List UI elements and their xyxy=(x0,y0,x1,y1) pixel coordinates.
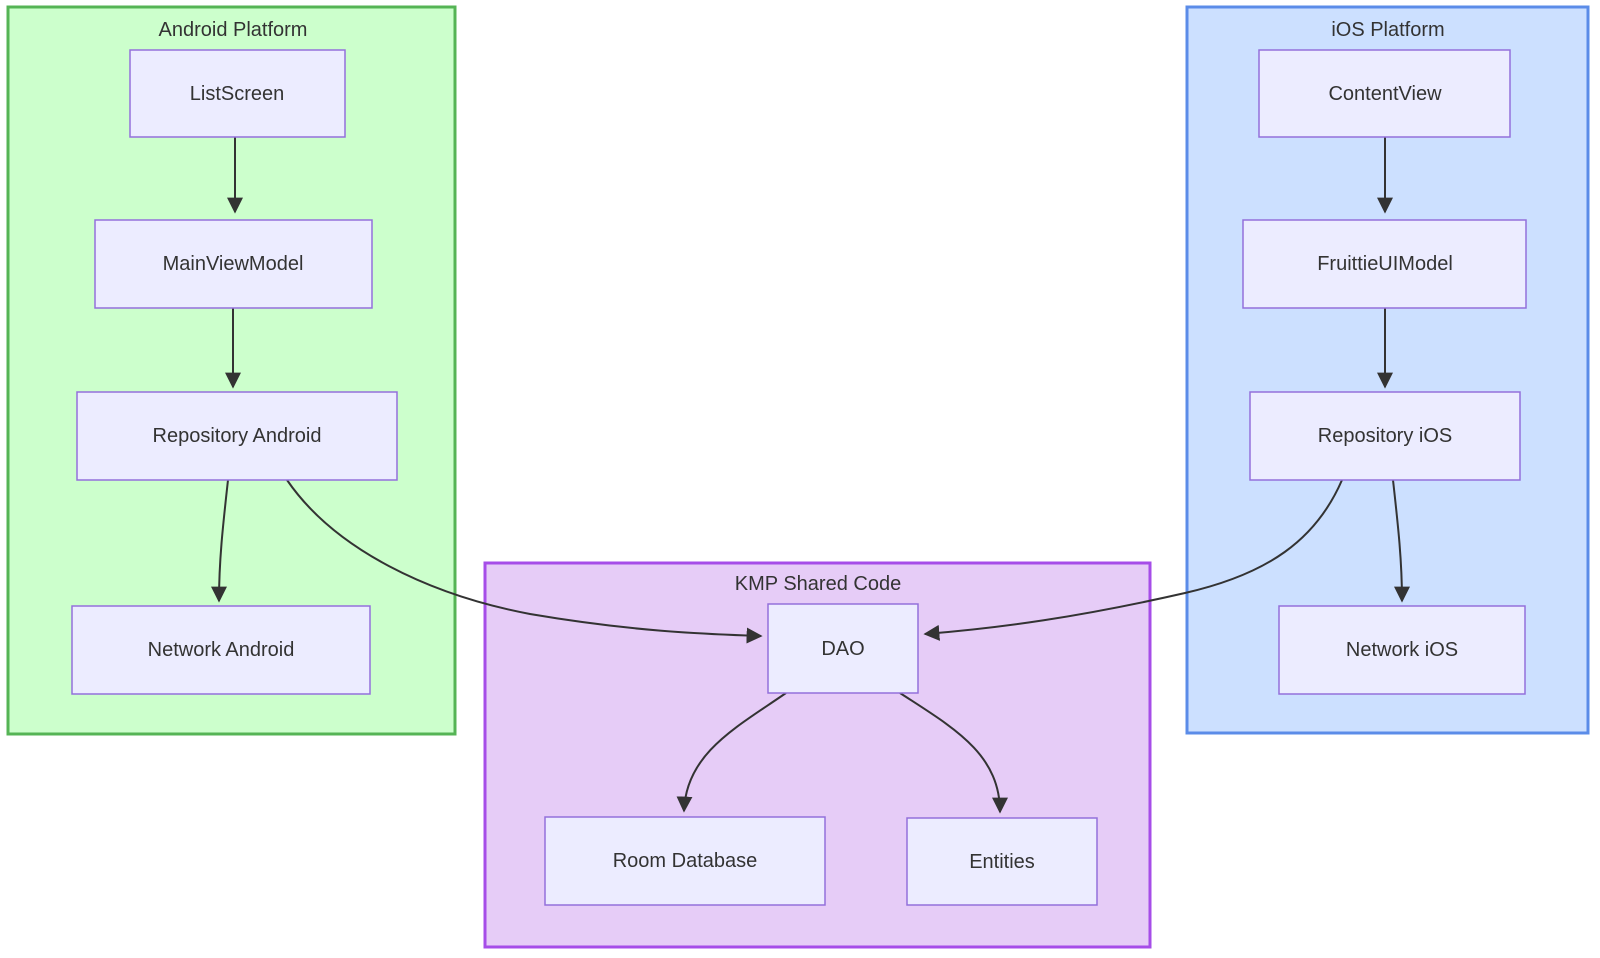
node-content-view-box xyxy=(1258,49,1511,138)
node-entities-label: Entities xyxy=(969,851,1035,873)
kmp-shared-code-title: KMP Shared Code xyxy=(735,573,901,595)
node-dao-box xyxy=(767,603,919,694)
node-network-android-box xyxy=(71,605,371,695)
node-repository-ios: Repository iOS xyxy=(1249,391,1521,481)
node-dao-label: DAO xyxy=(821,638,864,660)
node-content-view: ContentView xyxy=(1258,49,1511,138)
node-repository-android-label: Repository Android xyxy=(153,425,322,447)
node-room-database: Room Database xyxy=(544,816,826,906)
node-content-view-label: ContentView xyxy=(1328,83,1442,105)
node-room-database-box xyxy=(544,816,826,906)
edge-repository-android-to-dao xyxy=(286,479,763,644)
node-network-android: Network Android xyxy=(71,605,371,695)
node-repository-ios-label: Repository iOS xyxy=(1318,425,1453,447)
node-list-screen: ListScreen xyxy=(129,49,346,138)
node-fruittie-ui-model: FruittieUIModel xyxy=(1242,219,1527,309)
node-main-view-model-label: MainViewModel xyxy=(163,253,304,275)
node-network-android-label: Network Android xyxy=(148,639,295,661)
edge-repository-ios-to-network-ios xyxy=(1392,479,1410,603)
node-room-database-label: Room Database xyxy=(613,850,758,872)
edge-dao-to-room-database xyxy=(676,692,787,813)
node-entities-box xyxy=(906,817,1098,906)
node-fruittie-ui-model-label: FruittieUIModel xyxy=(1317,253,1453,275)
edge-repository-android-to-network-android xyxy=(211,479,229,603)
node-main-view-model-box xyxy=(94,219,373,309)
node-dao: DAO xyxy=(767,603,919,694)
node-fruittie-ui-model-box xyxy=(1242,219,1527,309)
node-repository-ios-box xyxy=(1249,391,1521,481)
node-repository-android: Repository Android xyxy=(76,391,398,481)
node-repository-android-box xyxy=(76,391,398,481)
edge-dao-to-entities xyxy=(899,692,1008,814)
node-network-ios: Network iOS xyxy=(1278,605,1526,695)
node-main-view-model: MainViewModel xyxy=(94,219,373,309)
android-platform-title: Android Platform xyxy=(159,19,308,41)
node-entities: Entities xyxy=(906,817,1098,906)
node-list-screen-box xyxy=(129,49,346,138)
node-network-ios-label: Network iOS xyxy=(1346,639,1458,661)
node-list-screen-label: ListScreen xyxy=(190,83,285,105)
ios-platform-title: iOS Platform xyxy=(1331,19,1444,41)
node-network-ios-box xyxy=(1278,605,1526,695)
edge-repository-ios-to-dao xyxy=(923,479,1343,641)
